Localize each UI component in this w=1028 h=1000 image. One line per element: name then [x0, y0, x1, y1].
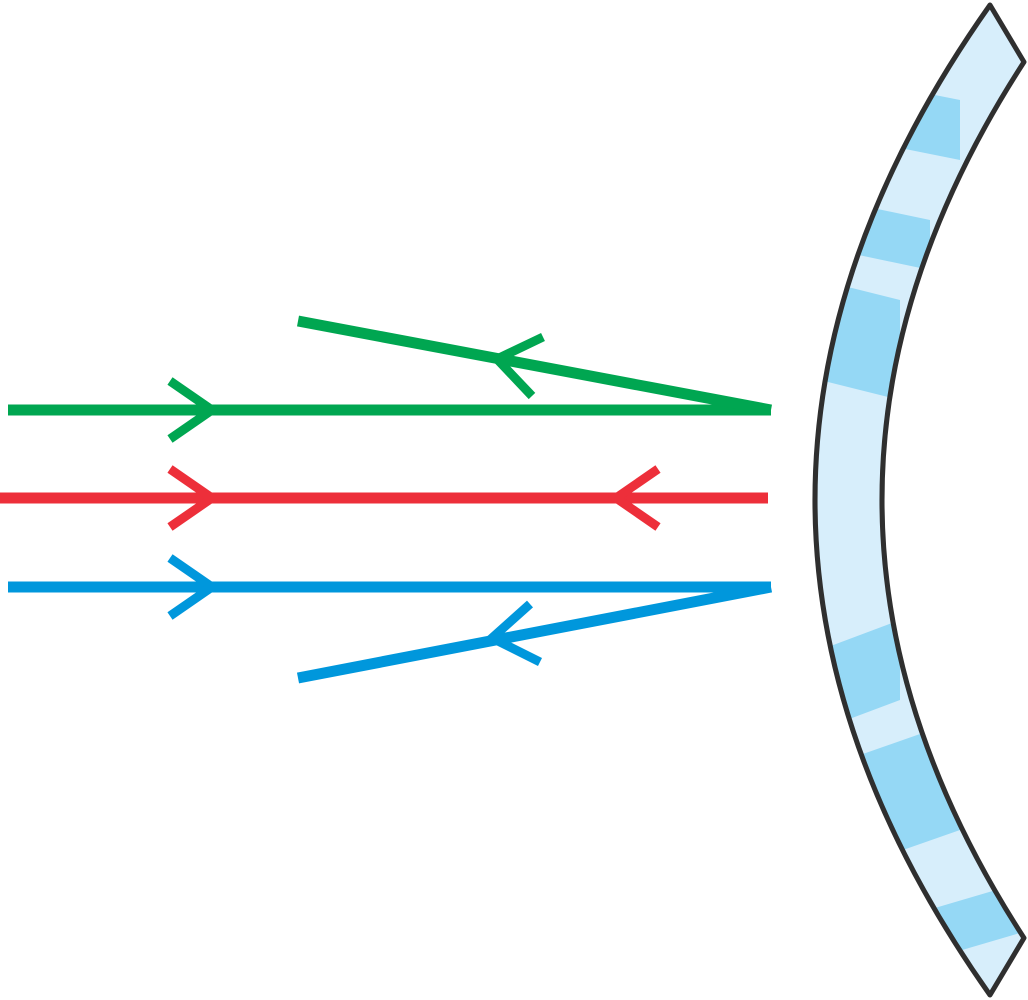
ray-bottom-incident-arrowhead — [167, 554, 220, 620]
ray-top-reflected-arrowhead — [489, 332, 545, 400]
ray-top-reflected — [296, 315, 773, 416]
ray-bottom-reflected-arrowhead — [484, 600, 543, 667]
ray-bottom-reflected — [296, 581, 773, 684]
mirror-glass-band — [815, 60, 960, 160]
ray-middle-reflected-arrowhead — [608, 465, 661, 531]
mirror — [812, 2, 1027, 998]
mirror-body — [815, 5, 1024, 995]
ray-top — [8, 315, 773, 443]
ray-bottom — [8, 554, 773, 684]
mirror-outline — [812, 2, 1027, 998]
ray-top-incident-arrowhead — [167, 377, 220, 443]
ray-middle — [0, 465, 768, 531]
ray-middle-incident-arrowhead — [167, 465, 220, 531]
